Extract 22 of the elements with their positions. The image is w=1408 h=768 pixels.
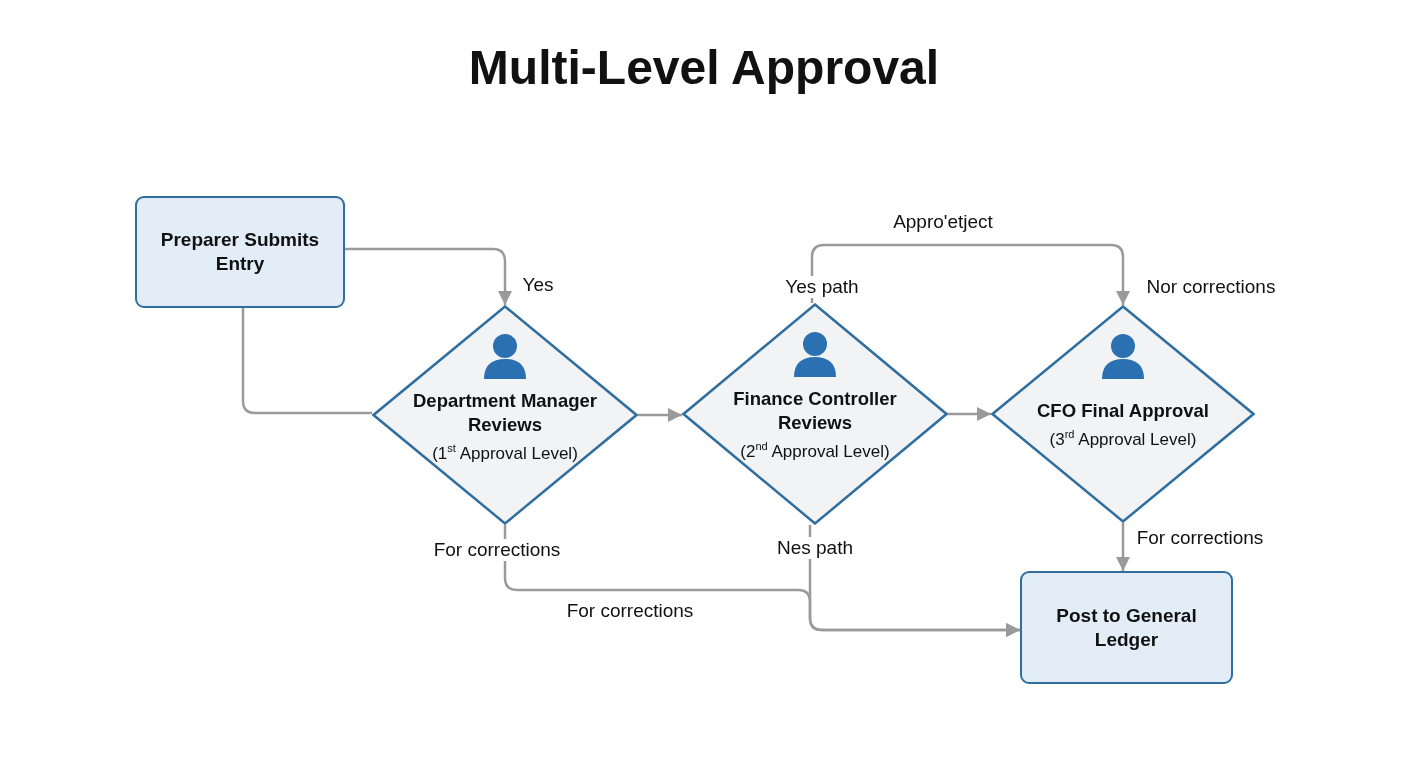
process-box — [1020, 571, 1233, 684]
diagram-title: Multi-Level Approval — [467, 40, 941, 95]
approval-diamond — [372, 305, 638, 525]
arrow — [948, 407, 991, 421]
node-title: Finance Controller Reviews — [732, 387, 898, 435]
node-subtitle: (2$^{nd}$ Approval Level) — [740, 439, 890, 463]
process-box — [135, 196, 345, 308]
box-label: Post to General Ledger — [1055, 603, 1198, 652]
arrow — [1116, 523, 1130, 571]
arrow — [345, 247, 512, 305]
approval-diamond — [682, 303, 948, 525]
approval-diamond — [991, 305, 1255, 523]
edge-label: Nes path — [775, 537, 855, 559]
arrow — [810, 243, 1130, 305]
box-label: Preparer Submits Entry — [159, 228, 321, 276]
arrow — [808, 525, 1020, 637]
node-title: CFO Final Approval — [1037, 399, 1209, 423]
node-title: Department Manager Reviews — [412, 389, 598, 437]
node-subtitle: (3$^{rd}$ Approval Level) — [1049, 427, 1197, 451]
node-subtitle: (1$^{st}$ Approval Level) — [432, 441, 578, 465]
annotation-label: Yes path — [783, 276, 861, 298]
arrow — [638, 408, 682, 422]
